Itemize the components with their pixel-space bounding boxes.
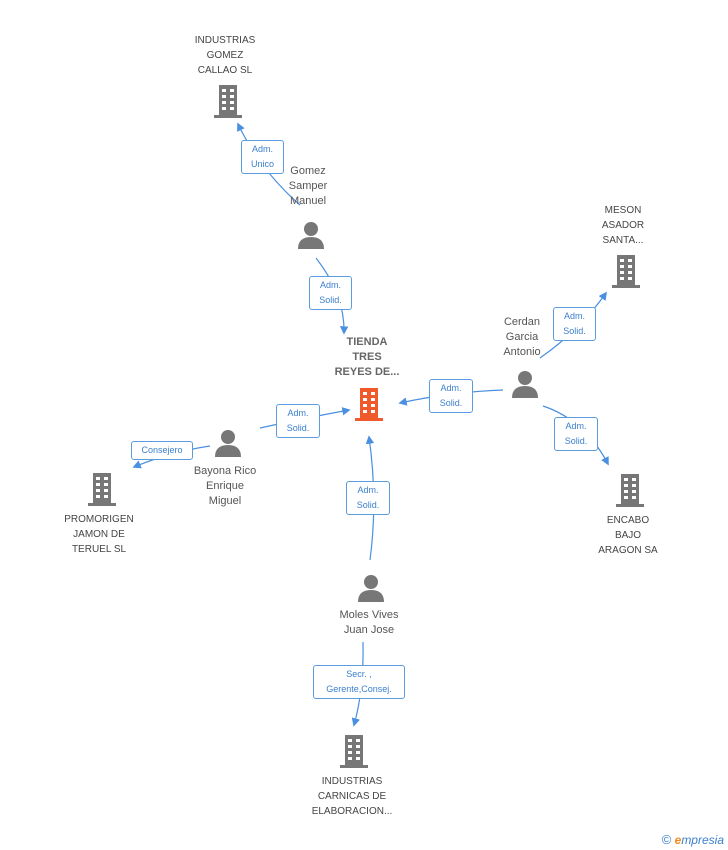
edge-badge-adm-solid: Adm. Solid.: [429, 379, 473, 413]
empresia-watermark: © empresia: [662, 832, 724, 847]
building-icon[interactable]: [86, 472, 118, 506]
building-icon[interactable]: [212, 84, 244, 118]
company-label-industrias-gomez[interactable]: INDUSTRIAS GOMEZ CALLAO SL: [194, 35, 256, 76]
person-label-gomez-samper[interactable]: Gomez Samper Manuel: [288, 165, 328, 207]
person-icon[interactable]: [510, 369, 540, 399]
edge-badge-secr-gerente-consej: Secr. , Gerente,Consej.: [313, 665, 405, 699]
person-label-bayona-rico[interactable]: Bayona Rico Enrique Miguel: [193, 465, 257, 507]
edge-badge-adm-unico: Adm. Unico: [241, 140, 284, 174]
center-company-label[interactable]: TIENDA TRES REYES DE...: [334, 336, 400, 378]
building-icon[interactable]: [614, 473, 646, 507]
building-icon[interactable]: [338, 734, 370, 768]
company-label-promorigen[interactable]: PROMORIGEN JAMON DE TERUEL SL: [64, 514, 134, 555]
company-label-industrias-carnicas[interactable]: INDUSTRIAS CARNICAS DE ELABORACION...: [311, 776, 393, 817]
edge-badge-consejero: Consejero: [131, 441, 193, 460]
building-icon[interactable]: [353, 387, 385, 421]
person-icon[interactable]: [356, 573, 386, 603]
edge-badge-adm-solid: Adm. Solid.: [276, 404, 320, 438]
person-label-moles-vives[interactable]: Moles Vives Juan Jose: [339, 609, 399, 636]
brand-initial: e: [674, 833, 682, 847]
company-label-meson-asador[interactable]: MESON ASADOR SANTA...: [601, 205, 645, 246]
edge-badge-adm-solid: Adm. Solid.: [346, 481, 390, 515]
edge-badge-adm-solid: Adm. Solid.: [309, 276, 352, 310]
company-label-encabo-bajo[interactable]: ENCABO BAJO ARAGON SA: [598, 515, 658, 556]
edge-badge-adm-solid: Adm. Solid.: [553, 307, 596, 341]
edge-badge-adm-solid: Adm. Solid.: [554, 417, 598, 451]
person-label-cerdan-garcia[interactable]: Cerdan Garcia Antonio: [503, 316, 541, 358]
copyright-symbol: ©: [661, 832, 672, 847]
person-icon[interactable]: [296, 220, 326, 250]
brand-name: mpresia: [681, 833, 724, 847]
person-icon[interactable]: [213, 428, 243, 458]
building-icon[interactable]: [610, 254, 642, 288]
